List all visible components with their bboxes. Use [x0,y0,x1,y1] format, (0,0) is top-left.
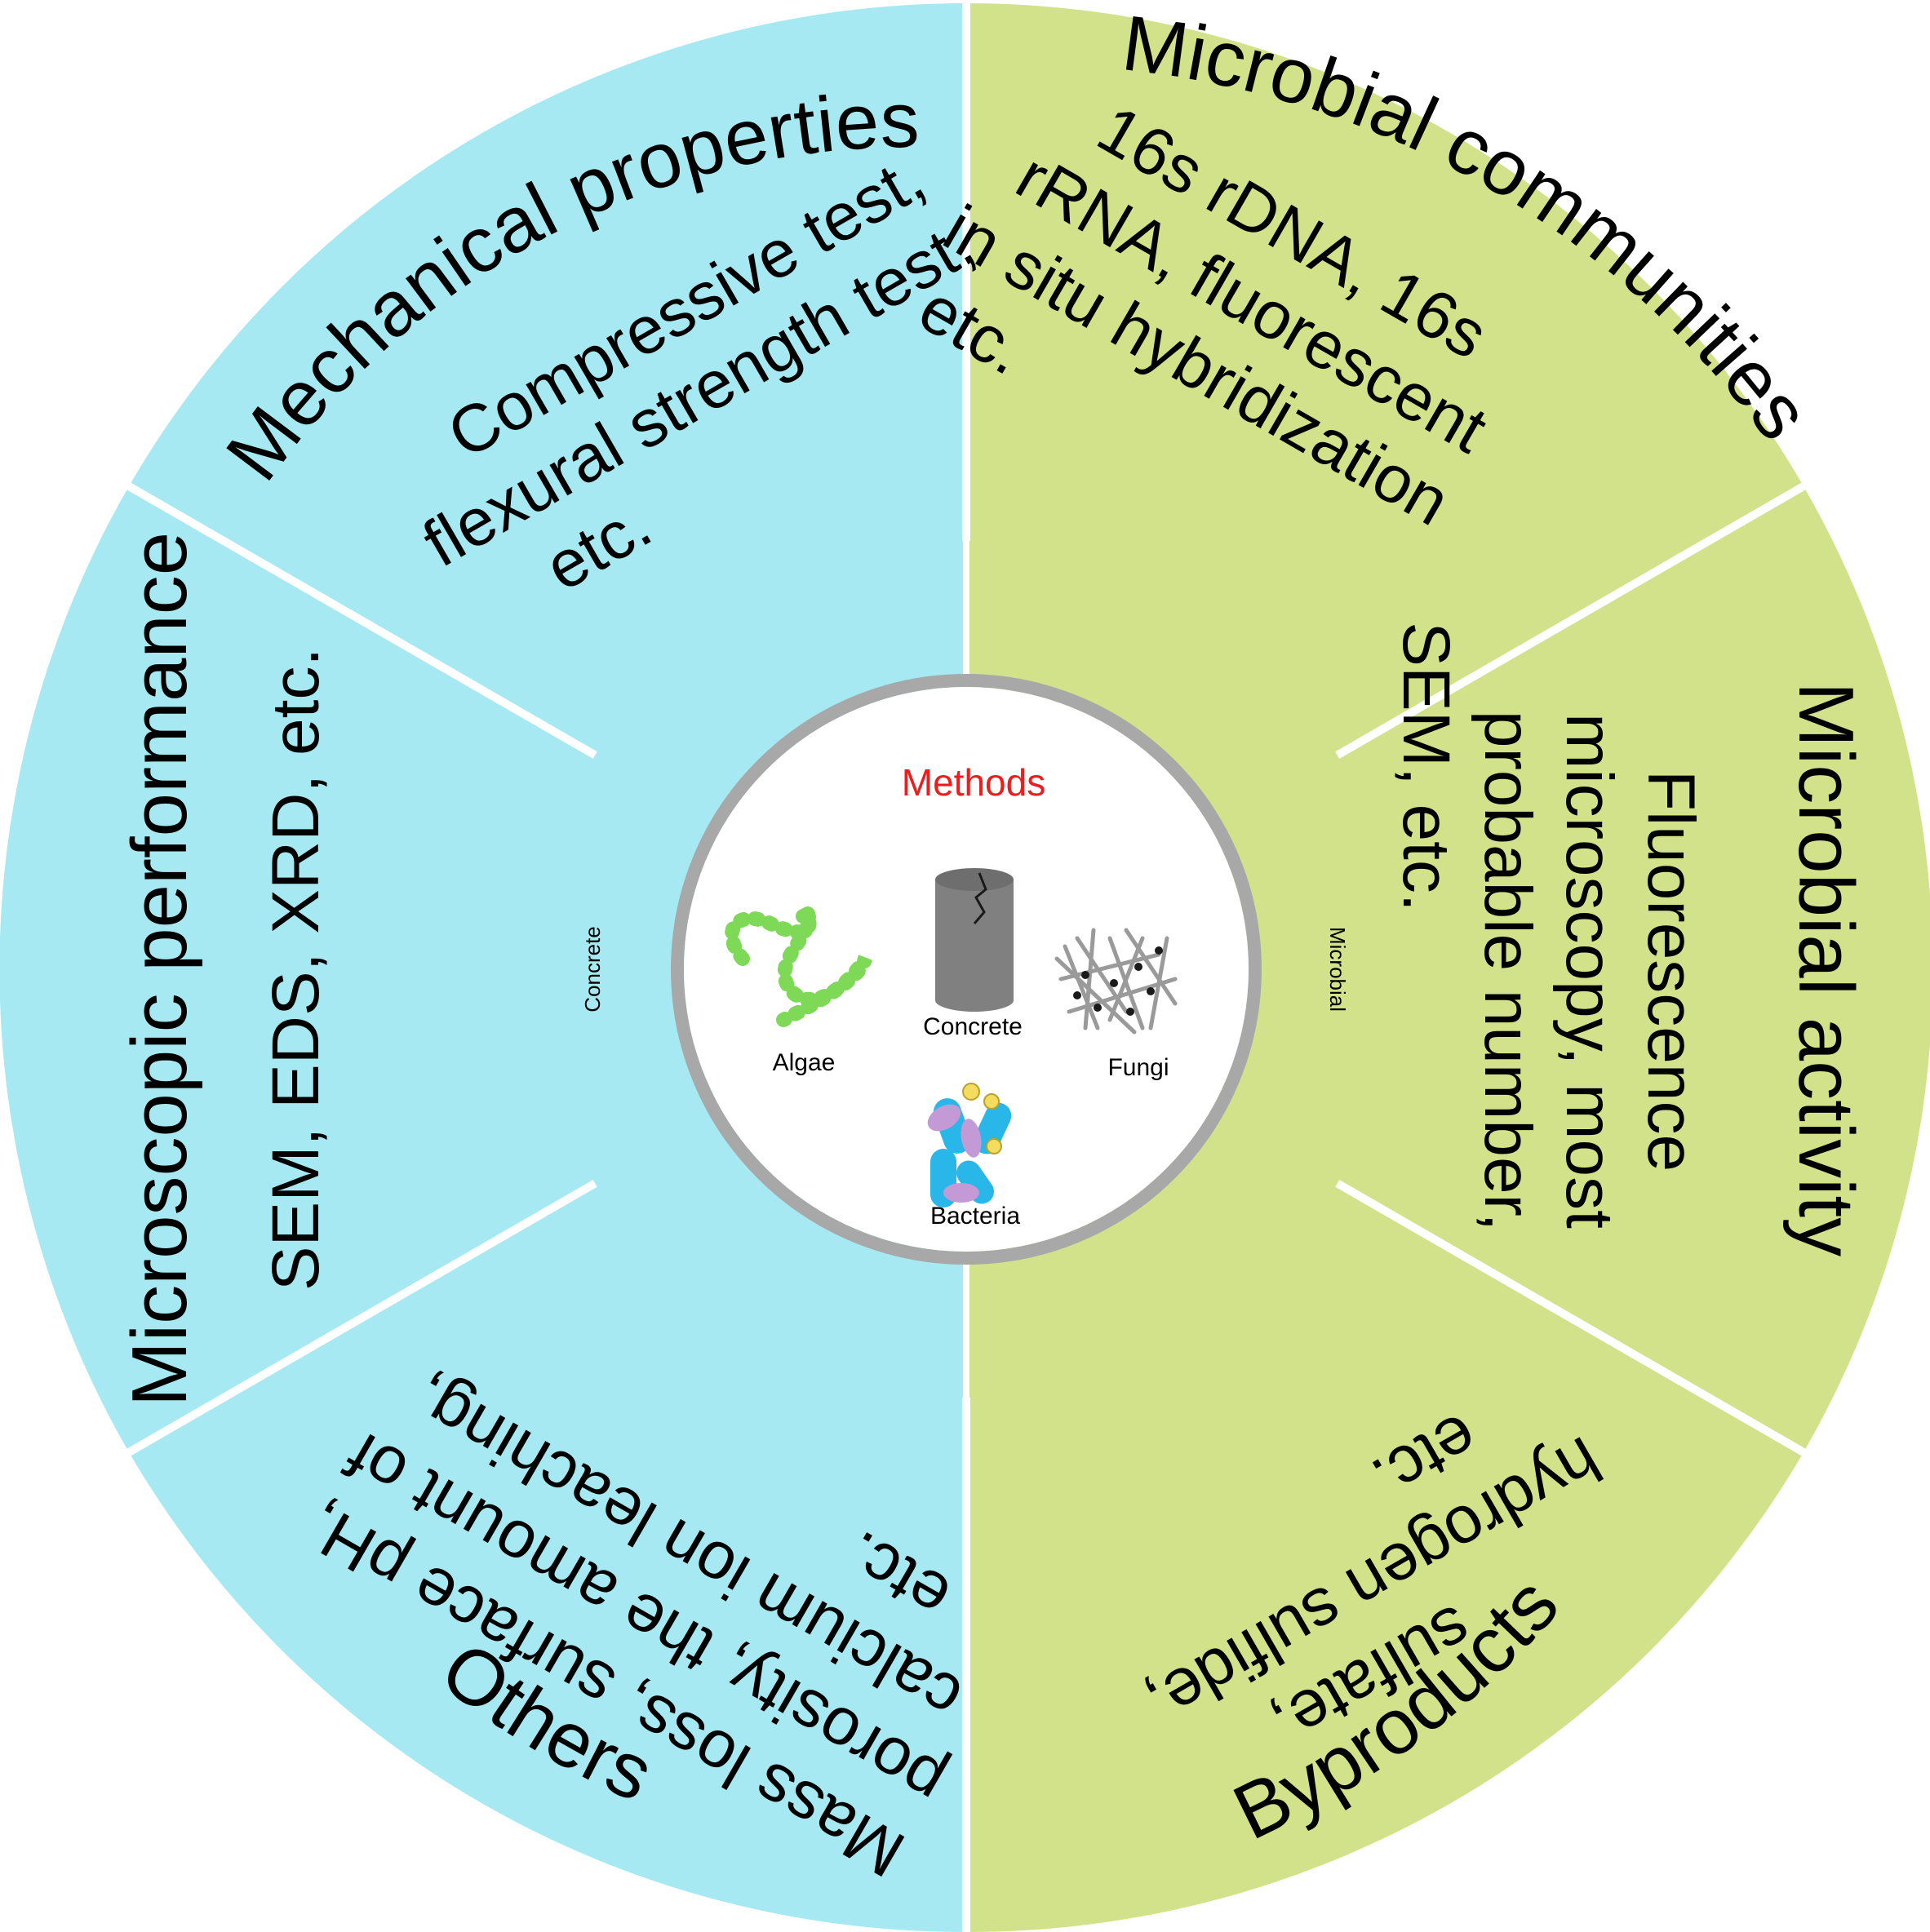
bacteria-icon [927,1083,1012,1208]
body-line: microscopy, most [1552,713,1626,1229]
bacterium-coccus [962,1083,980,1101]
title-microbial-activity: Microbial activity [1782,682,1870,1256]
sector-microbial-activity [966,486,1930,1452]
fungi-label: Fungi [1107,1054,1169,1081]
body-line: SEM, etc. [1389,622,1463,911]
cylinder-top [935,868,1014,891]
bacterium-rod [973,1102,1012,1154]
fungi-icon [1054,928,1178,1035]
body-activity: Fluorescence microscopy, most probable n… [1389,622,1708,1231]
fungi-nodes [1073,946,1163,1016]
body-microscopic: SEM, EDS, XRD, etc. [259,648,333,1291]
ring-label-concrete: Concrete [580,926,605,1013]
body-line: probable number, [1471,711,1545,1231]
algae-icon [725,902,872,1027]
body-line: SEM, EDS, XRD, etc. [259,648,333,1291]
cylinder-bottom [935,989,1014,1012]
gray-ring [671,674,1262,1265]
cylinder-crack [973,872,987,924]
cylinder-body [935,880,1014,1000]
bacterium-purple [927,1104,961,1132]
algae-label: Algae [773,1049,836,1076]
methods-heading: Methods [902,761,1045,804]
bacterium-coccus [983,1093,1000,1110]
algae-chain-fill [728,910,869,1024]
bacterium-purple [943,1183,979,1203]
body-line: Fluorescence [1634,770,1708,1172]
concrete-item-label: Concrete [923,1013,1023,1040]
bacterium-rod [956,1160,995,1204]
bacterium-coccus [986,1138,1002,1154]
concrete-cylinder-icon [935,868,1014,1012]
bacteria-label: Bacteria [930,1203,1020,1230]
bacterium-purple [961,1119,982,1158]
sector-microscopic-performance [0,486,966,1452]
title-microscopic-performance: Microscopic performance [116,532,203,1407]
ring-label-microbial: Microbial [1325,927,1350,1012]
